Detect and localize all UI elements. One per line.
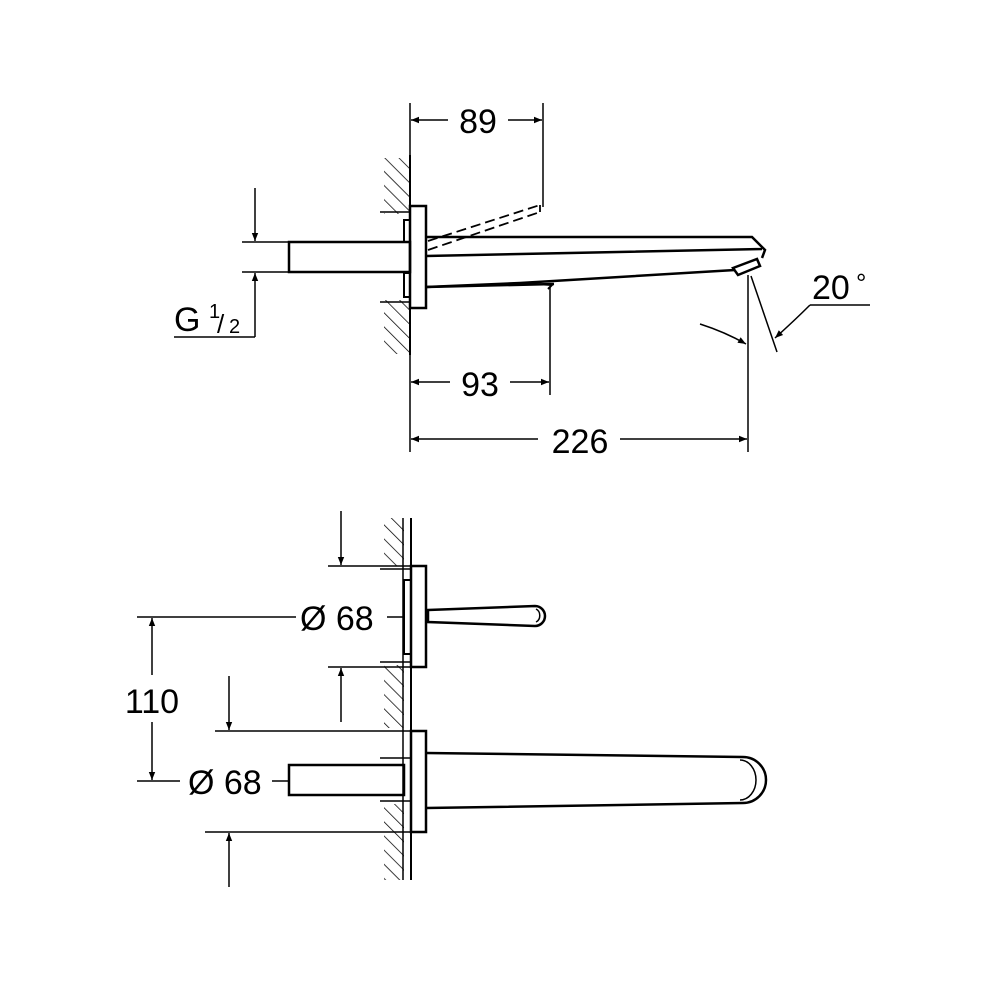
dim-93-label: 93 — [461, 366, 499, 404]
spout-top — [425, 751, 768, 810]
wall-section-top — [380, 518, 412, 880]
dim-226-label: 226 — [552, 423, 609, 461]
diameter-upper: Ø 68 — [300, 511, 411, 722]
pipe-connector — [287, 240, 412, 274]
top-view: Ø 68 Ø 68 110 — [125, 511, 768, 887]
spout-plate — [409, 729, 428, 834]
diameter-lower-label: Ø 68 — [188, 764, 262, 802]
spout-side — [425, 235, 767, 290]
dim-89-label: 89 — [459, 103, 497, 141]
diameter-upper-label: Ø 68 — [300, 600, 374, 638]
dimension-89: 89 — [409, 103, 544, 207]
dimension-93: 93 — [409, 287, 551, 404]
thread-denominator: 2 — [229, 316, 240, 338]
degree-symbol: ° — [856, 268, 866, 298]
thread-dimension: G 1 / 2 — [174, 188, 289, 339]
lever-handle — [426, 604, 547, 628]
dimension-110: 110 — [125, 616, 296, 782]
dimension-226: 226 — [409, 275, 749, 461]
thread-letter: G — [174, 301, 200, 339]
lever-plate — [409, 564, 428, 669]
side-view: 89 G 1 / 2 93 226 — [174, 103, 870, 461]
angle-label: 20 — [812, 269, 850, 307]
svg-text:/: / — [217, 309, 225, 339]
wall-section-side — [380, 155, 411, 355]
angle-dimension: 20 ° — [699, 268, 870, 353]
diameter-lower: Ø 68 — [188, 676, 411, 887]
dim-110-label: 110 — [125, 683, 179, 721]
pipe-connector-top — [287, 763, 406, 797]
wall-plate — [408, 204, 428, 310]
lever-dashed — [427, 204, 541, 251]
thread-numerator: 1 — [209, 301, 220, 323]
